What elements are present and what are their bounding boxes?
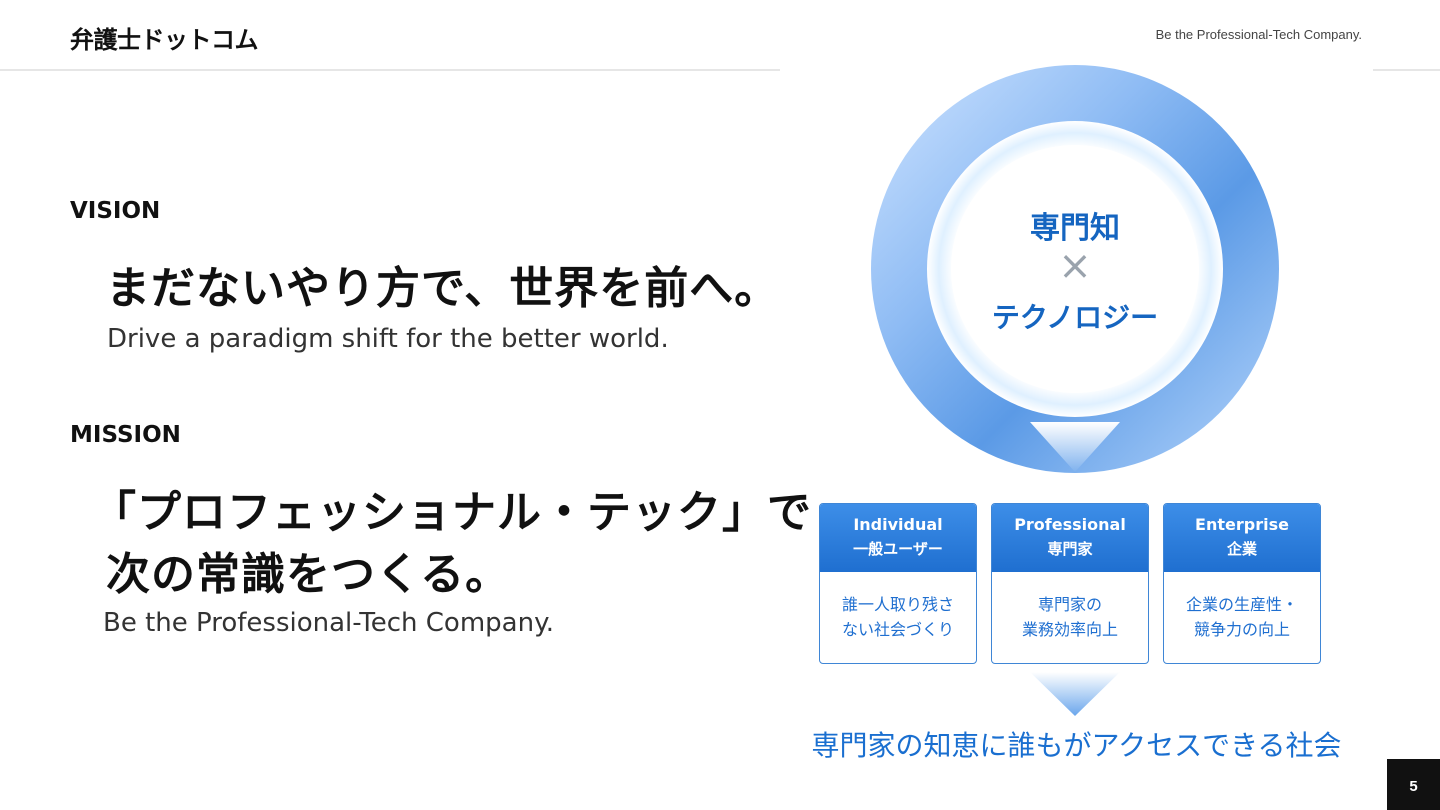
card-body-line: 業務効率向上 bbox=[1021, 620, 1118, 639]
card-body-line: 企業の生産性・ bbox=[1185, 595, 1298, 614]
card-header: Individual 一般ユーザー bbox=[820, 504, 976, 572]
times-icon: × bbox=[1058, 243, 1092, 289]
professional-card: Professional 専門家 専門家の 業務効率向上 bbox=[991, 503, 1149, 664]
company-logo: 弁護士ドットコム bbox=[70, 26, 259, 54]
enterprise-card: Enterprise 企業 企業の生産性・ 競争力の向上 bbox=[1163, 503, 1321, 664]
expertise-label: 専門知 bbox=[1030, 211, 1120, 246]
vision-subtitle: Drive a paradigm shift for the better wo… bbox=[107, 324, 669, 354]
mission-label: MISSION bbox=[70, 422, 181, 448]
mission-heading-line1: 「プロフェッショナル・テック」で bbox=[92, 487, 812, 538]
vision-statement: 専門家の知恵に誰もがアクセスできる社会 bbox=[811, 729, 1342, 762]
card-body-line: 専門家の bbox=[1037, 595, 1102, 614]
card-title-jp: 企業 bbox=[1226, 540, 1257, 558]
card-body-line: 競争力の向上 bbox=[1193, 620, 1290, 639]
card-header: Enterprise 企業 bbox=[1164, 504, 1320, 572]
card-header: Professional 専門家 bbox=[992, 504, 1148, 572]
header-divider-right bbox=[1373, 69, 1440, 71]
individual-card: Individual 一般ユーザー 誰一人取り残さ ない社会づくり bbox=[819, 503, 977, 664]
card-body-line: ない社会づくり bbox=[841, 620, 954, 639]
card-title-en: Enterprise bbox=[1195, 515, 1289, 534]
card-title-jp: 一般ユーザー bbox=[853, 540, 943, 558]
header-tagline: Be the Professional-Tech Company. bbox=[1155, 27, 1362, 42]
card-body: 誰一人取り残さ ない社会づくり bbox=[820, 572, 976, 642]
concept-diagram: 専門知 × テクノロジー Individual 一般ユーザー 誰一人取り残さ な… bbox=[780, 60, 1373, 810]
down-arrow-icon bbox=[1030, 672, 1120, 716]
card-body: 専門家の 業務効率向上 bbox=[992, 572, 1148, 642]
slide-header: 弁護士ドットコム Be the Professional-Tech Compan… bbox=[0, 0, 1440, 70]
vision-label: VISION bbox=[70, 198, 161, 224]
knowledge-ring-graphic bbox=[871, 65, 1279, 473]
vision-heading: まだないやり方で、世界を前へ。 bbox=[106, 263, 780, 314]
card-title-jp: 専門家 bbox=[1047, 540, 1093, 558]
mission-heading-line2: 次の常識をつくる。 bbox=[106, 549, 511, 600]
technology-label: テクノロジー bbox=[991, 301, 1159, 334]
card-title-en: Individual bbox=[853, 515, 943, 534]
card-title-en: Professional bbox=[1014, 515, 1126, 534]
card-body-line: 誰一人取り残さ bbox=[841, 595, 954, 614]
card-body: 企業の生産性・ 競争力の向上 bbox=[1164, 572, 1320, 642]
mission-subtitle: Be the Professional-Tech Company. bbox=[103, 608, 555, 638]
page-number: 5 bbox=[1387, 759, 1440, 810]
header-divider bbox=[0, 69, 780, 71]
